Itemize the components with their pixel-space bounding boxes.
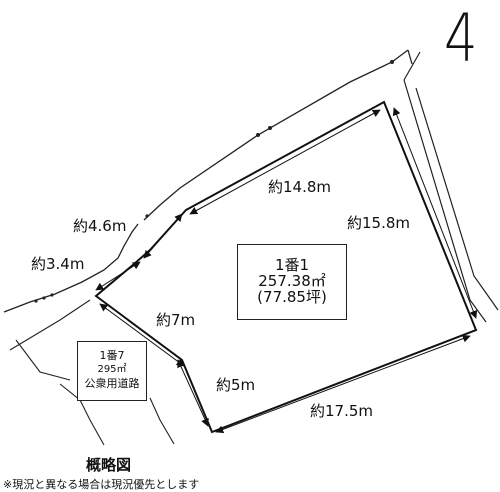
dim-arrow-bottom <box>215 334 471 434</box>
lower-road-edges <box>9 299 175 446</box>
dimension-arrows <box>95 107 478 434</box>
dim-arrow-top <box>189 109 381 215</box>
disclaimer-note: ※現況と異なる場合は現況優先とします <box>3 478 200 491</box>
road-type: 公衆用道路 <box>84 377 140 390</box>
road-number: 1番7 <box>99 349 125 362</box>
dim-arrow-left-short <box>95 261 141 291</box>
dim-label-left-upper: 約4.6m <box>73 217 127 235</box>
dim-arrow-left-lower <box>177 359 209 427</box>
dim-label-left-diag: 約7m <box>156 311 196 329</box>
parcel-number: 1番1 <box>274 256 310 274</box>
dim-arrow-left-diag <box>99 303 185 367</box>
north-marker: 4 <box>444 0 478 77</box>
parcel-info-box: 1番1 257.38㎡ (77.85坪) <box>237 244 347 320</box>
dim-label-top: 約14.8m <box>268 178 332 196</box>
road-area: 295㎡ <box>97 364 127 375</box>
road-info-box: 1番7 295㎡ 公衆用道路 <box>77 341 147 401</box>
dim-label-left-short: 約3.4m <box>31 255 85 273</box>
parcel-area-tsubo: (77.85坪) <box>257 288 327 306</box>
dim-label-bottom: 約17.5m <box>310 402 374 420</box>
diagram-title: 概略図 <box>86 456 132 474</box>
dim-label-right: 約15.8m <box>347 214 411 232</box>
dim-label-left-lower: 約5m <box>216 376 256 394</box>
dim-arrow-right <box>392 107 478 319</box>
dim-arrow-left-upper <box>143 213 183 259</box>
parcel-area-sqm: 257.38㎡ <box>258 272 326 290</box>
